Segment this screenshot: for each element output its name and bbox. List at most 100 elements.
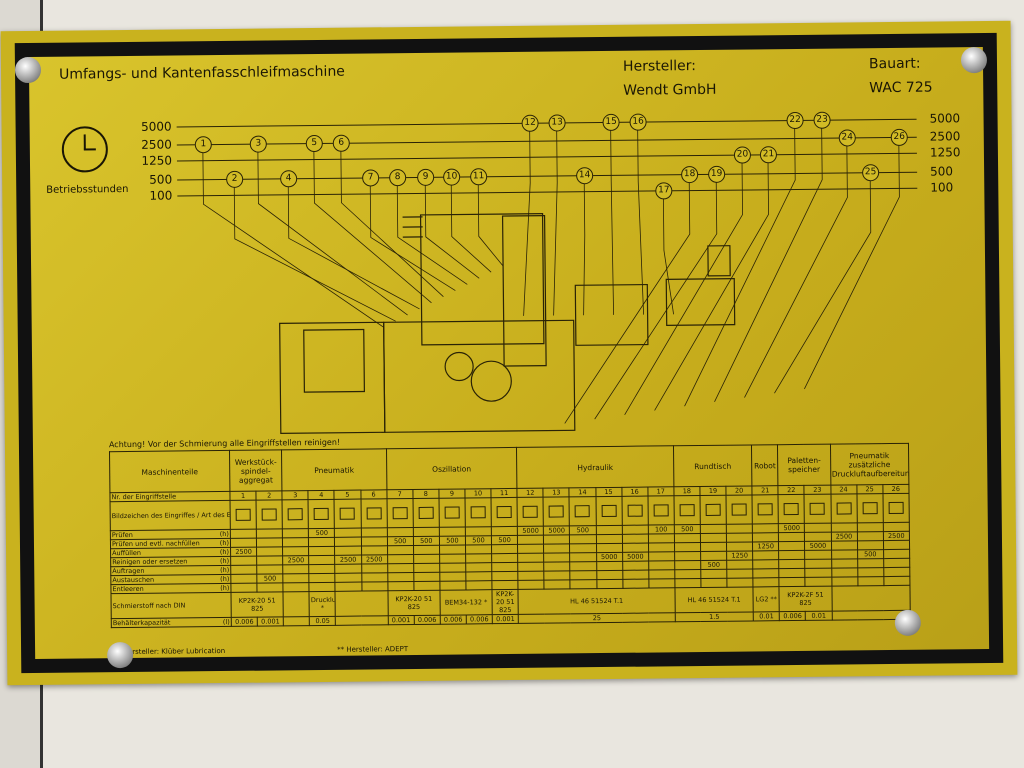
interval-cell [570,552,597,562]
leader-line [424,184,480,279]
interval-cell [413,563,440,573]
interval-cell [648,533,675,544]
interval-cell [778,550,806,560]
group-header: Robot [751,444,779,486]
group-header: Rundtisch [673,444,753,487]
group-header: Oszillation [386,447,518,490]
footnote-adept: ** Hersteller: ADEPT [337,645,409,654]
interval-cell [752,559,780,569]
interval-cell [700,542,727,552]
grease-symbol-icon [465,497,492,527]
interval-cell [596,543,623,553]
interval-cell [360,527,388,538]
interval-cell [256,537,283,548]
interval-cell [413,572,440,582]
interval-cell [491,553,518,563]
interval-cell [282,528,309,538]
leader-line [774,180,872,394]
grease-symbol-icon [412,498,440,528]
interval-cell [230,574,258,584]
interval-cell [230,583,258,593]
interval-cell [805,577,832,587]
point-number: 4 [308,490,335,500]
leader-line [523,130,531,316]
group-header: Pneumatik zusätzliche Druckluftaufbereit… [829,443,909,486]
interval-cell [883,576,910,586]
interval-cell [465,571,492,581]
grease-symbol-icon [830,493,857,524]
interval-cell [308,537,335,547]
interval-cell [517,553,545,563]
point-number: 9 [438,488,466,499]
lubricant-cell [831,585,911,612]
leader-line [654,162,769,411]
lube-point-marker: 21 [759,146,778,164]
machine-diagram [202,127,900,435]
interval-cell: 5000 [543,525,570,536]
leader-line [610,129,615,315]
interval-cell [439,580,466,591]
leader-line [624,162,743,415]
interval-cell [648,542,675,553]
leader-line [477,184,504,267]
interval-cell: 500 [569,525,596,535]
interval-cell [517,571,545,581]
interval-cell [648,560,675,571]
interval-cell [648,569,675,580]
lubricant-cell: KP2K-2F 51 825 [779,586,832,612]
interval-cell [830,522,858,533]
interval-cell [256,528,283,539]
interval-cell [570,570,597,580]
interval-cell [621,525,649,535]
header-machine-parts: Maschinenteile [109,450,230,493]
leader-line [450,184,492,273]
grease-symbol-icon [699,495,727,525]
interval-cell [334,537,362,547]
grease-symbol-icon [491,497,518,527]
interval-cell: 500 [387,536,414,546]
interval-cell [752,568,780,578]
lubricant-cell: KP2K-20 51 825 [492,589,519,615]
interval-cell: 500 [700,560,727,570]
interval-cell [361,581,388,592]
lube-point-marker: 12 [521,114,539,132]
interval-cell: 2500 [282,555,310,565]
lube-point-marker: 9 [417,168,435,186]
interval-cell [491,571,519,581]
grease-symbol-icon [256,499,283,530]
interval-cell [335,582,362,592]
interval-cell [283,582,310,592]
capacity-cell: 0.001 [387,615,415,625]
leader-line [369,185,456,291]
point-number: 5 [334,490,361,500]
interval-cell [674,578,701,588]
interval-cell [674,551,701,561]
interval-cell [674,542,701,552]
interval-cell [309,573,336,583]
interval-cell: 500 [256,573,284,584]
lube-point-marker: 6 [332,134,350,152]
interval-cell [622,561,649,571]
capacity-cell: 0.006 [414,615,441,625]
interval-cell [700,578,728,588]
symbol-label: Bildzeichen des Eingriffes / Art des Ein… [110,500,231,531]
interval-cell [335,564,362,574]
interval-cell [386,527,414,537]
point-number: 13 [543,487,570,498]
capacity-cell: 0.006 [231,617,258,627]
interval-cell [387,554,414,564]
lube-point-marker: 3 [249,135,267,153]
point-number: 7 [386,489,413,499]
point-number: 6 [360,489,387,500]
interval-cell [465,526,492,536]
interval-cell [387,572,414,582]
interval-cell [387,545,414,555]
interval-cell [387,581,414,591]
leader-line [662,198,674,315]
point-number: 16 [621,487,648,497]
grease-symbol-icon [360,498,387,529]
interval-cell [413,527,440,537]
interval-cell: 2500 [230,547,257,557]
interval-cell [856,522,884,532]
interval-cell: 500 [857,549,884,559]
